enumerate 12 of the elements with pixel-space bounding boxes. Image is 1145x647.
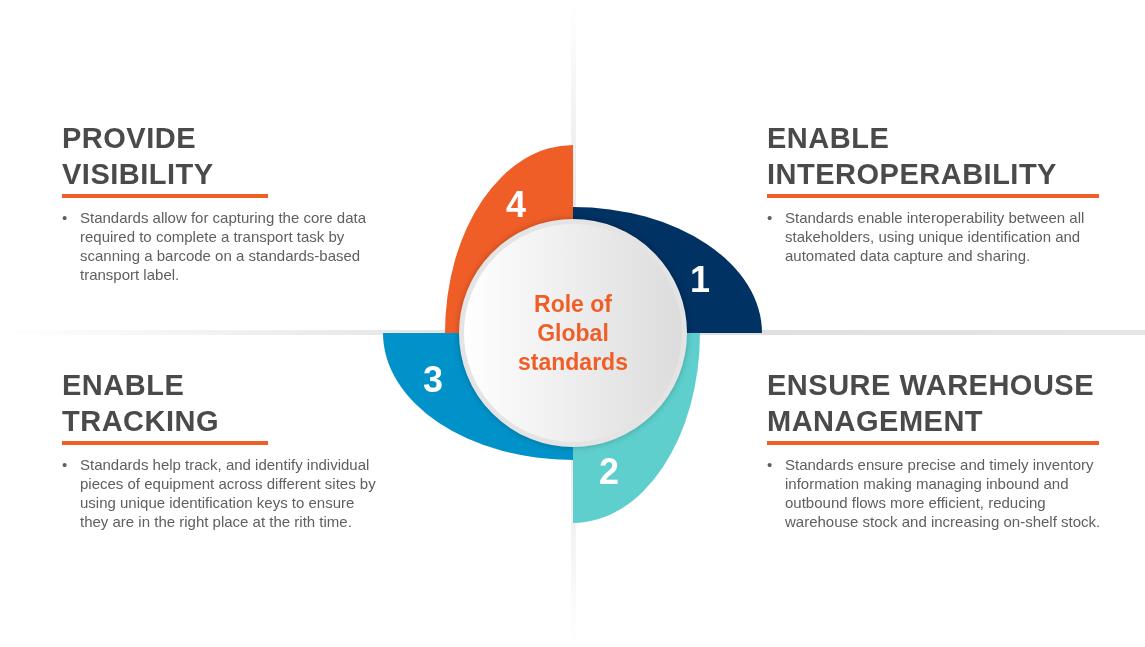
- bullet-text: Standards allow for capturing the core data required to complete a transport task by scanning a barcode on a standards-based transport label.: [80, 208, 367, 284]
- bullet-text: Standards enable interoperability between all stakeholders, using unique identification and automated data capture and sharing.: [785, 208, 1086, 265]
- bullet-mark: •: [767, 208, 774, 228]
- section-heading: ENSURE WAREHOUSE MANAGEMENT: [767, 367, 1099, 445]
- section-heading: ENABLE INTEROPERABILITY: [767, 120, 1099, 198]
- bullet-mark: •: [62, 455, 69, 475]
- bullet-mark: •: [62, 208, 69, 228]
- bullet-text: Standards ensure precise and timely inventory information making managing inbound and outbound flows more efficient, reducing warehouse stock and increasing on-shelf stock.: [785, 455, 1102, 531]
- bullet-text: Standards help track, and identify individual pieces of equipment across different sites by using unique identification keys to ensure they are in the right place at the rith time.: [80, 455, 377, 531]
- bullet-mark: •: [767, 455, 774, 475]
- section-heading: ENABLE TRACKING: [62, 367, 268, 445]
- section-heading: PROVIDE VISIBILITY: [62, 120, 268, 198]
